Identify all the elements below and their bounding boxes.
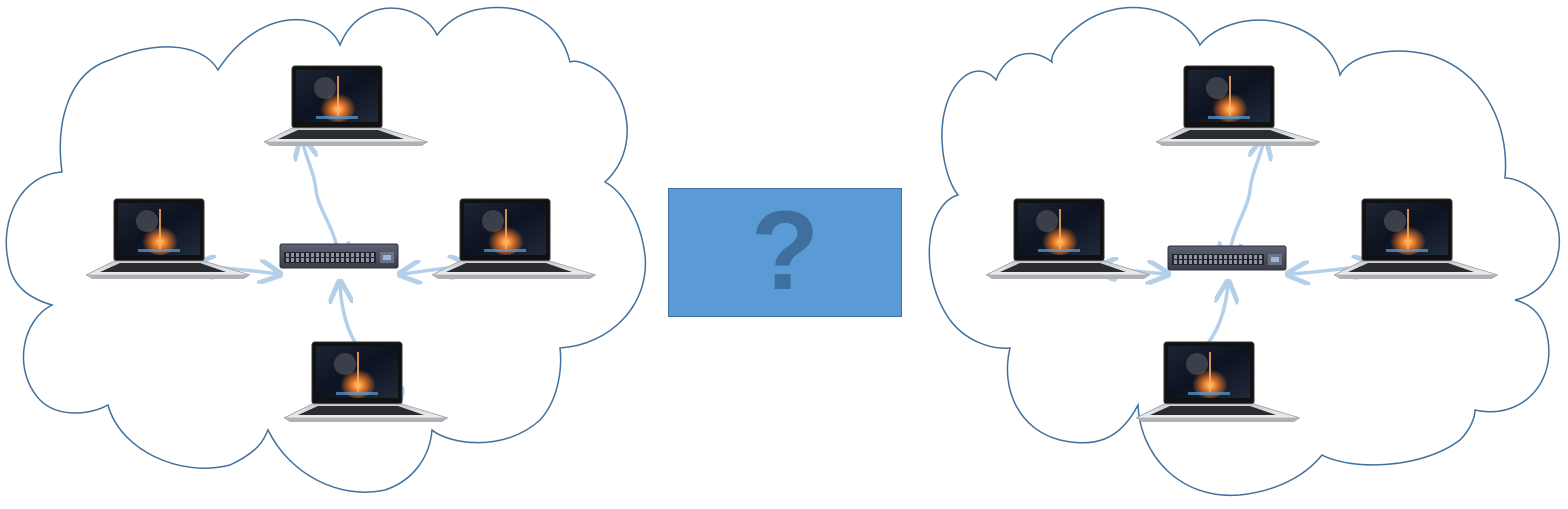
left-link-top: [302, 140, 340, 262]
question-mark: ?: [750, 187, 820, 313]
right-cloud-outline: [928, 6, 1561, 497]
right-link-top: [1228, 140, 1264, 262]
right-bottom-laptop-icon: [1135, 341, 1301, 423]
unknown-connection-box: ?: [668, 188, 902, 317]
left-bottom-laptop-icon: [283, 341, 449, 423]
right-left-laptop-icon: [985, 198, 1151, 280]
right-network-cloud: [928, 6, 1561, 497]
left-top-laptop-icon: [263, 65, 429, 147]
right-network-switch-icon: [1167, 245, 1287, 271]
left-network-cloud: [5, 6, 647, 493]
left-cloud-outline: [5, 6, 647, 493]
left-network-switch-icon: [279, 243, 399, 269]
right-right-laptop-icon: [1333, 198, 1499, 280]
right-top-laptop-icon: [1155, 65, 1321, 147]
left-right-laptop-icon: [431, 198, 597, 280]
